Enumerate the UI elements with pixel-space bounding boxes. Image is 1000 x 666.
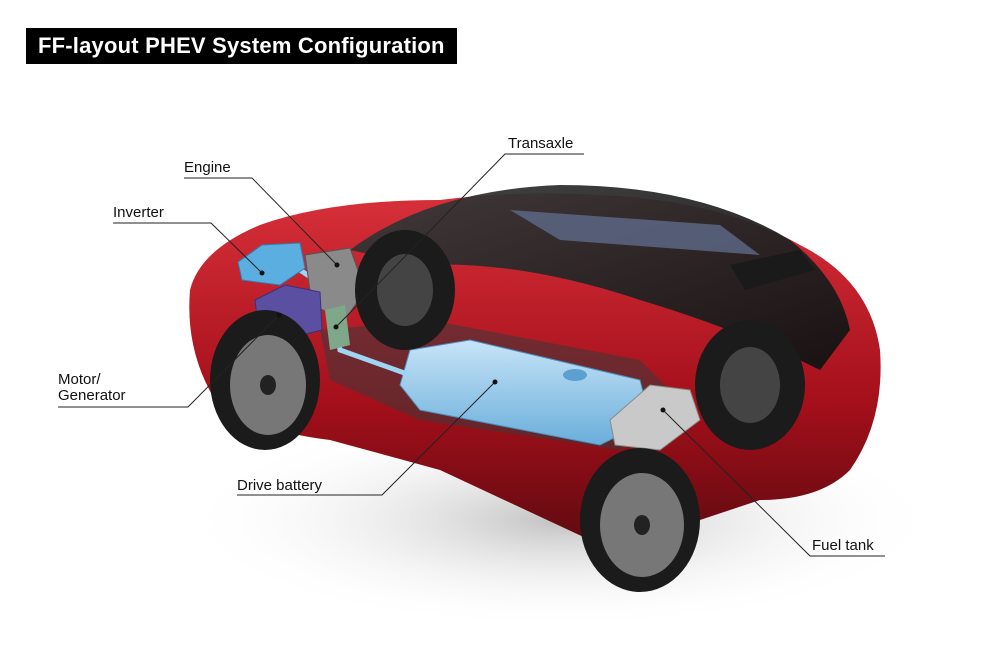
rear-right-wheel [695,320,805,450]
battery-leader [237,381,496,496]
label-inverter: Inverter [113,204,164,221]
rear-spoiler [730,250,815,290]
fuel-tank-leader [662,409,885,557]
transaxle-leader [335,153,584,328]
leader-lines [58,153,885,557]
diagram-title: FF-layout PHEV System Configuration [26,28,457,64]
label-engine: Engine [184,159,231,176]
engine-leader [184,177,338,266]
fuel-tank-shape [609,384,701,451]
label-fuel-tank: Fuel tank [812,537,874,554]
solar-roof [510,210,760,255]
inverter-shape [237,242,306,286]
inverter-leader [113,222,263,274]
label-drive-battery: Drive battery [237,477,323,494]
label-transaxle: Transaxle [508,135,574,152]
front-right-wheel [355,230,455,350]
label-motor-line2: Generator [58,387,126,404]
label-motor-line1: Motor/ [58,371,101,388]
motor-leader [58,314,280,408]
rear-left-wheel [580,448,700,592]
front-left-wheel [210,310,320,450]
